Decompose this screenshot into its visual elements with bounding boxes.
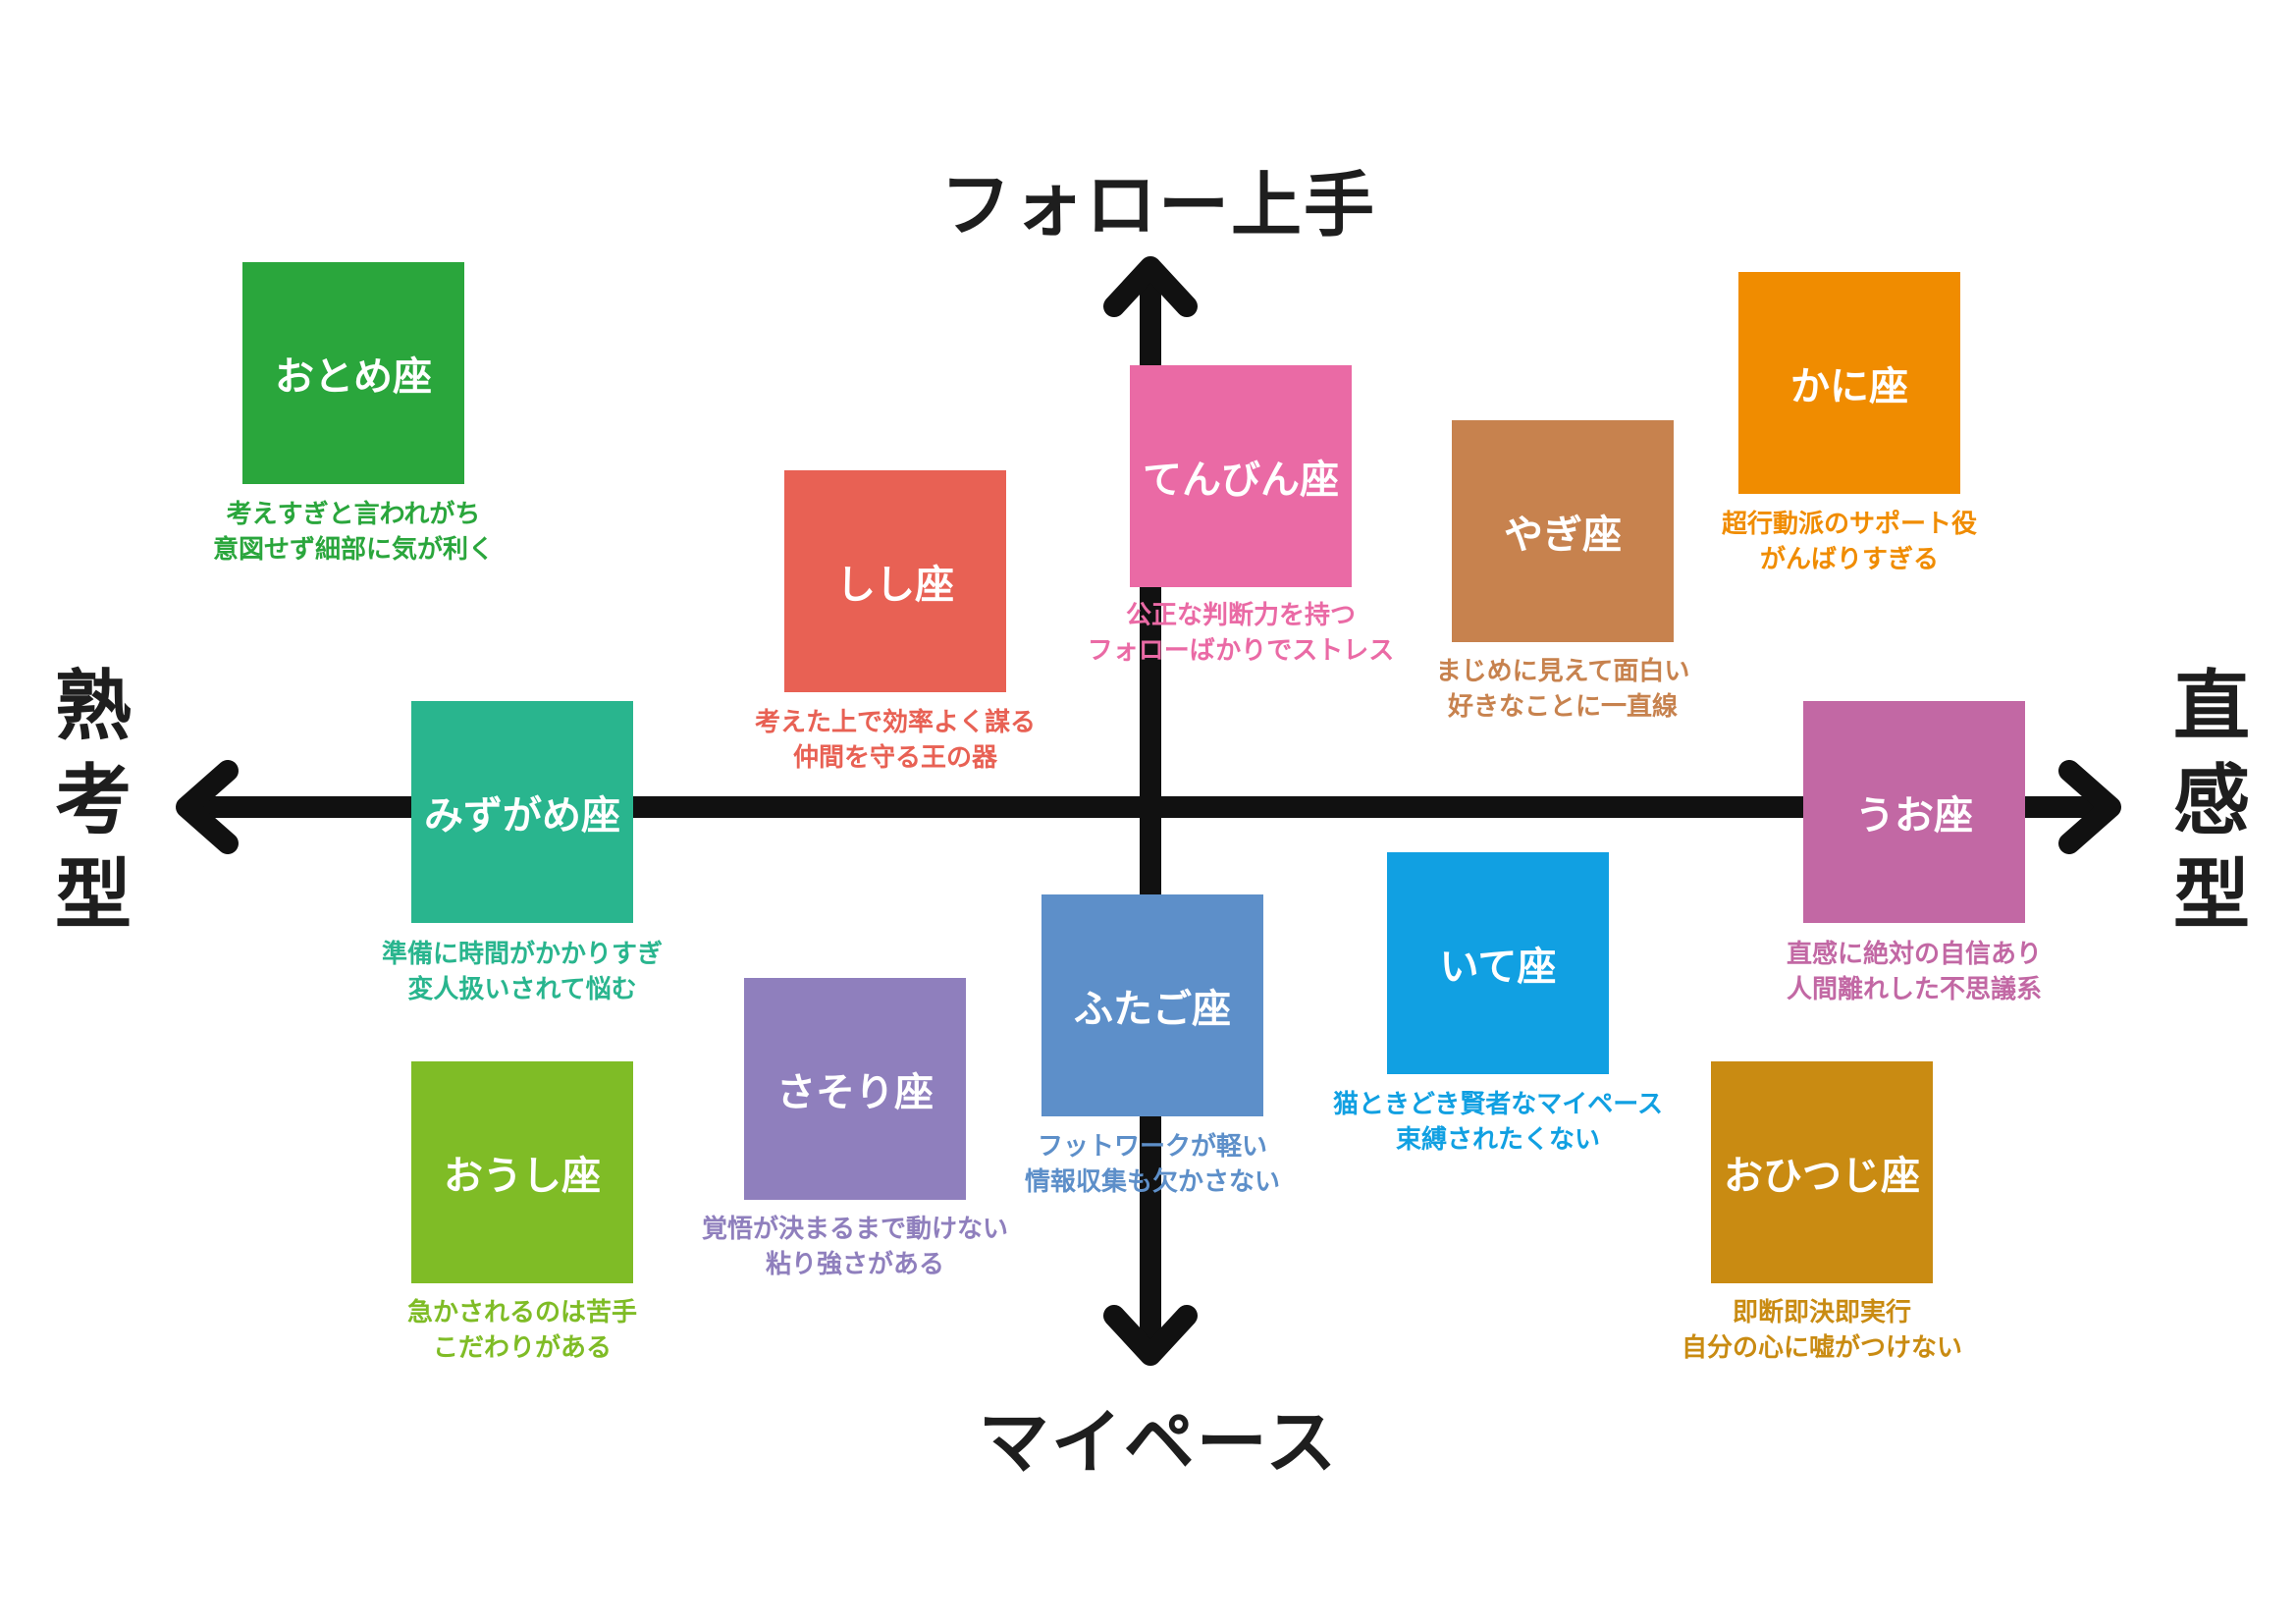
sign-description: 超行動派のサポート役 がんばりすぎる	[1643, 507, 2056, 577]
sign-box: ふたご座	[1041, 894, 1263, 1116]
description-line: 猫ときどき賢者なマイペース	[1333, 1090, 1663, 1119]
description-line: 好きなことに一直線	[1447, 692, 1678, 722]
axis-label-right: 直感型	[2172, 663, 2250, 940]
sign-box: かに座	[1738, 272, 1960, 494]
sign-box: うお座	[1803, 701, 2025, 923]
sign-description: 直感に絶対の自信あり 人間離れした不思議系	[1708, 937, 2120, 1007]
description-line: 意図せず細部に気が利く	[212, 535, 494, 565]
sign-description: まじめに見えて面白い 好きなことに一直線	[1357, 654, 1769, 725]
description-line: 考えた上で効率よく謀る	[754, 708, 1036, 737]
sign-box: さそり座	[744, 978, 966, 1200]
sign-description: 猫ときどき賢者なマイペース 束縛されたくない	[1292, 1087, 1704, 1158]
description-line: 即断即決即実行	[1732, 1298, 1911, 1327]
sign-box: おうし座	[411, 1061, 633, 1283]
description-line: 情報収集も欠かさない	[1024, 1167, 1280, 1197]
sign-description: フットワークが軽い 情報収集も欠かさない	[946, 1129, 1359, 1200]
sign-description: 考えた上で効率よく謀る 仲間を守る王の器	[689, 705, 1101, 776]
sign-description: 覚悟が決まるまで動けない 粘り強さがある	[649, 1212, 1061, 1282]
sign-box: やぎ座	[1452, 420, 1674, 642]
description-line: まじめに見えて面白い	[1435, 657, 1690, 686]
description-line: 束縛されたくない	[1395, 1125, 1600, 1155]
description-line: フォローばかりでストレス	[1087, 636, 1395, 666]
sign-box: しし座	[784, 470, 1006, 692]
arrow-down-icon	[1103, 1305, 1198, 1366]
axis-label-top: フォロー上手	[939, 164, 1376, 246]
sign-box: みずがめ座	[411, 701, 633, 923]
description-line: 人間離れした不思議系	[1786, 975, 2042, 1004]
description-line: 準備に時間がかかりすぎ	[381, 940, 663, 969]
description-line: 粘り強さがある	[765, 1250, 944, 1279]
sign-description: 公正な判断力を持つ フォローばかりでストレス	[1035, 598, 1447, 669]
description-line: フットワークが軽い	[1037, 1132, 1267, 1162]
description-line: こだわりがある	[432, 1333, 612, 1363]
sign-box: てんびん座	[1130, 365, 1352, 587]
description-line: 覚悟が決まるまで動けない	[701, 1215, 1008, 1244]
description-line: 仲間を守る王の器	[792, 743, 997, 773]
description-line: 超行動派のサポート役	[1721, 510, 1977, 539]
description-line: 公正な判断力を持つ	[1125, 601, 1356, 630]
arrow-left-icon	[176, 760, 239, 854]
sign-description: 考えすぎと言われがち 意図せず細部に気が利く	[147, 497, 560, 568]
axis-label-bottom: マイペース	[978, 1401, 1339, 1484]
arrow-right-icon	[2058, 760, 2121, 854]
sign-box: いて座	[1387, 852, 1609, 1074]
sign-description: 急かされるのは苦手 こだわりがある	[316, 1295, 728, 1366]
sign-description: 準備に時間がかかりすぎ 変人扱いされて悩む	[316, 937, 728, 1007]
description-line: 急かされるのは苦手	[406, 1298, 637, 1327]
arrow-up-icon	[1103, 256, 1198, 317]
axis-label-left: 熟考型	[54, 663, 132, 940]
sign-box: おとめ座	[242, 262, 464, 484]
description-line: 変人扱いされて悩む	[407, 975, 637, 1004]
description-line: がんばりすぎる	[1759, 545, 1939, 574]
description-line: 考えすぎと言われがち	[226, 500, 481, 529]
sign-description: 即断即決即実行 自分の心に嘘がつけない	[1616, 1295, 2028, 1366]
description-line: 直感に絶対の自信あり	[1786, 940, 2042, 969]
description-line: 自分の心に嘘がつけない	[1681, 1333, 1962, 1363]
sign-box: おひつじ座	[1711, 1061, 1933, 1283]
